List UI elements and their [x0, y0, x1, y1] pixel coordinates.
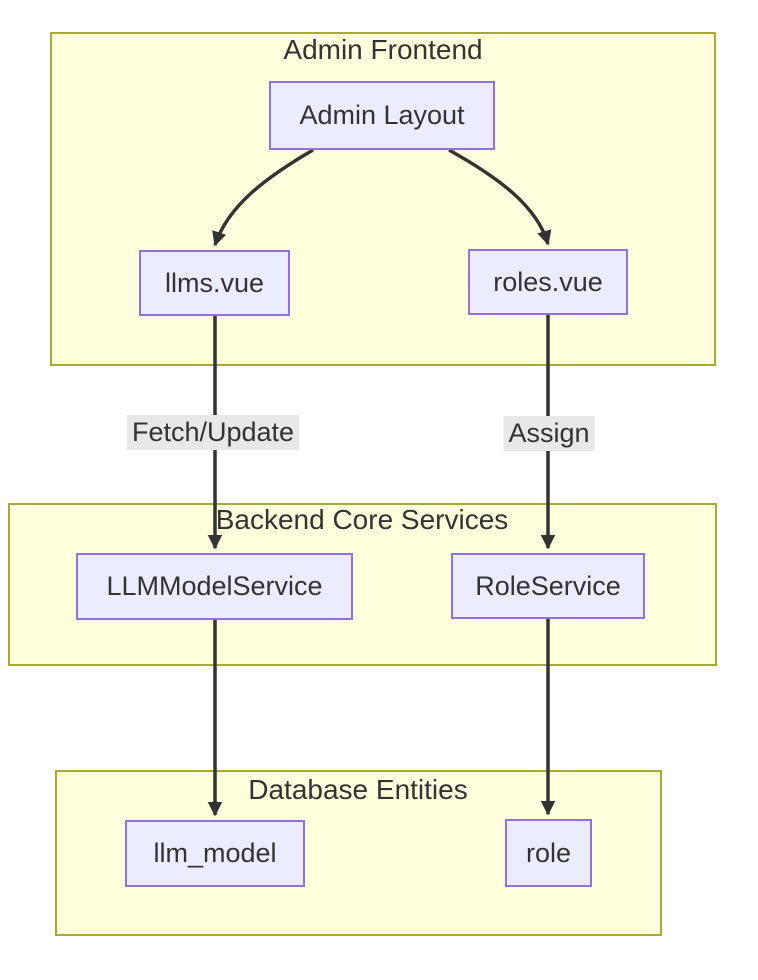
edge-label-fetch-update: Fetch/Update — [126, 415, 300, 450]
node-role: role — [505, 819, 592, 887]
node-llm-model-service: LLMModelService — [76, 553, 353, 620]
edge-label-assign: Assign — [503, 416, 595, 451]
node-role-service: RoleService — [451, 553, 645, 619]
node-llms-vue: llms.vue — [139, 250, 290, 316]
node-llm-model: llm_model — [125, 820, 305, 887]
node-roles-vue: roles.vue — [468, 249, 628, 315]
cluster-title-backend-core-services: Backend Core Services — [215, 504, 509, 535]
cluster-title-admin-frontend: Admin Frontend — [283, 34, 483, 65]
edge-admin-layout-to-roles-vue — [448, 148, 552, 246]
edge-admin-layout-to-llms-vue — [212, 148, 314, 247]
node-admin-layout: Admin Layout — [269, 81, 495, 150]
cluster-title-database-entities: Database Entities — [248, 774, 468, 805]
